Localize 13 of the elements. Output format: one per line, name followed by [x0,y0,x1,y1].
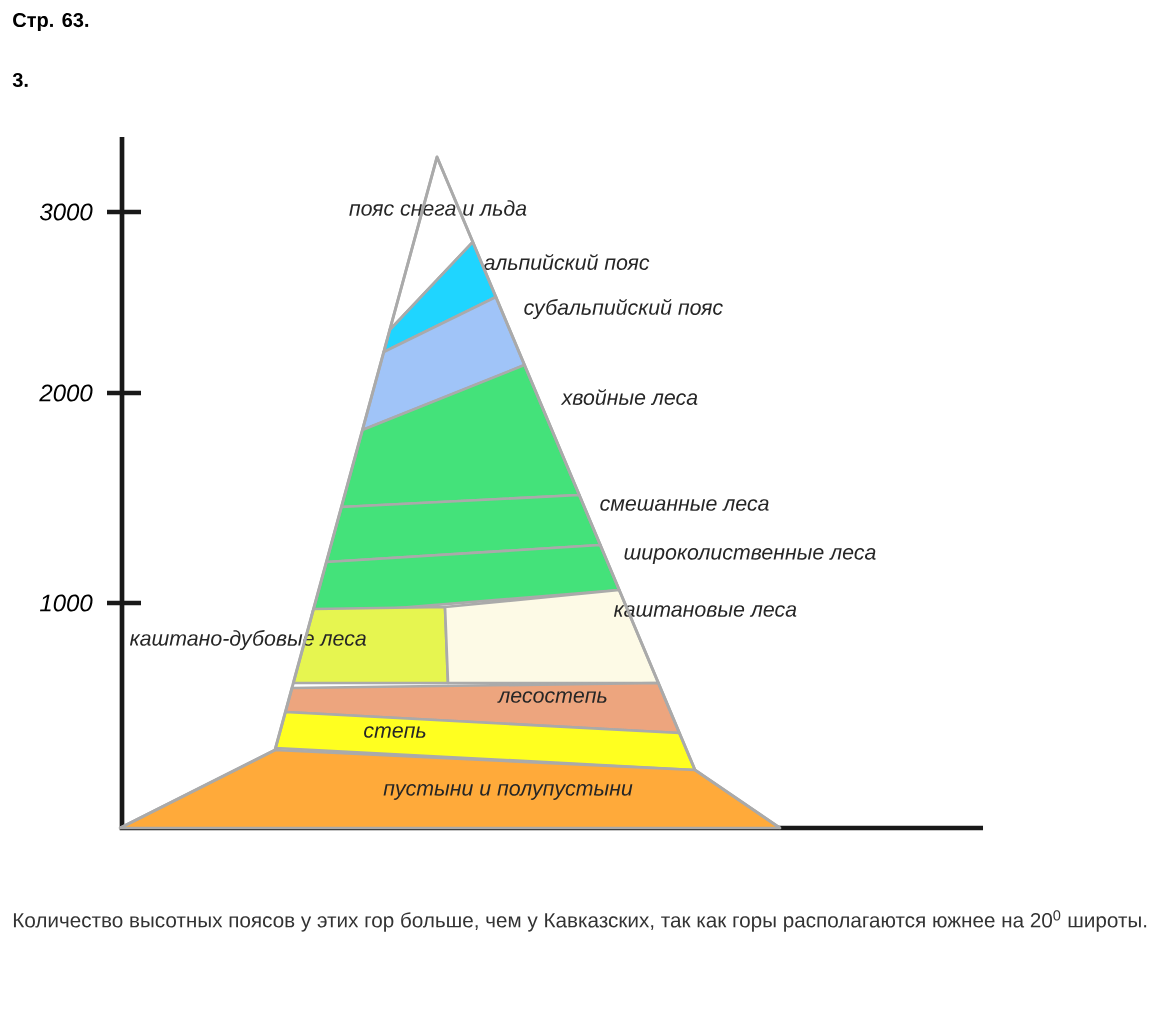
tick-label: 1000 [40,594,93,612]
tick-label: 3000 [39,203,93,221]
page-heading: Стр. 63. [13,12,89,32]
node-label: субальпийский пояс [524,298,723,320]
zone-band: степь [274,710,697,772]
node-label: смешанные леса [600,499,769,511]
node-label: хвойные леса [560,389,698,405]
zone-band: пустыни и полупустыни [118,748,782,830]
page-heading: 3. [12,72,28,88]
node-label: альпийский пояс [484,254,650,270]
caption: Количество высотных поясов у этих гор больше, чем у Кавказских, так как горы располагаются южнее на 20$^{0}$ широты. [13,910,1147,932]
tick-label: 2000 [39,384,93,402]
node-label: широколиственные леса [624,548,876,564]
